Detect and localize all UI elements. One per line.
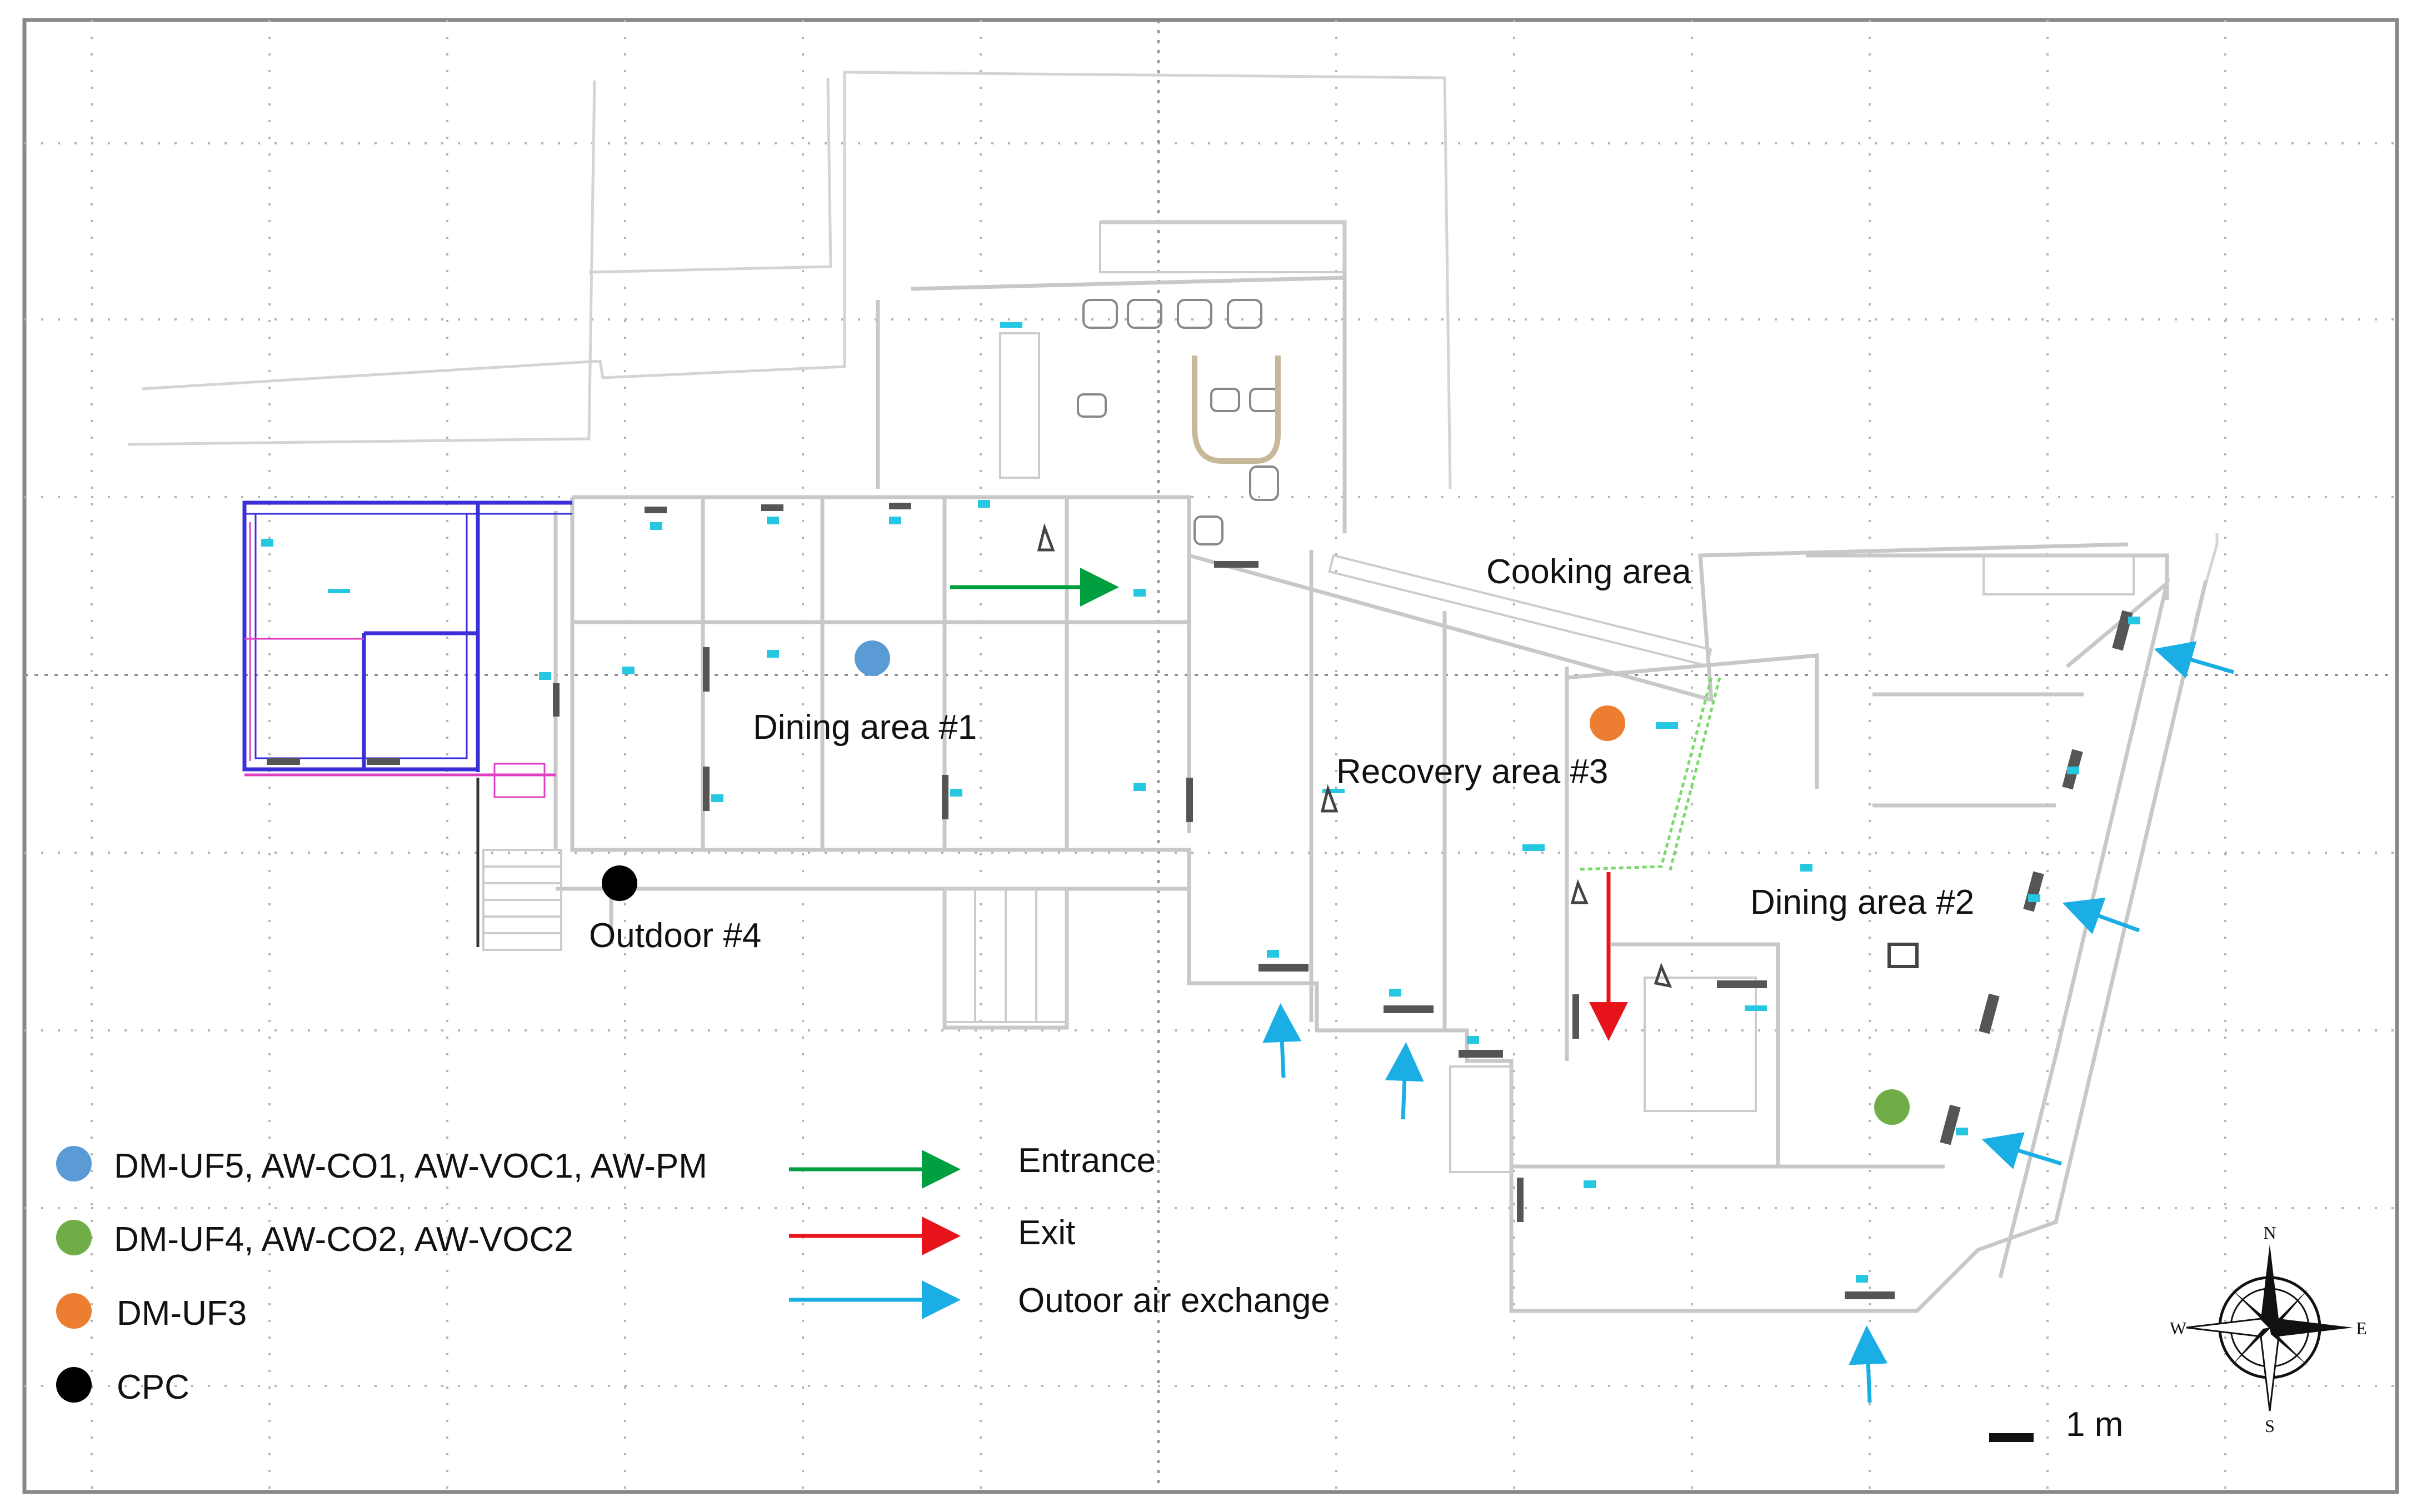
legend-orange-text: DM-UF3 <box>117 1294 247 1333</box>
figure-border <box>22 18 2399 1494</box>
marker-orange-recovery3 <box>1590 705 1625 741</box>
legend-green-text: DM-UF4, AW-CO2, AW-VOC2 <box>114 1220 573 1259</box>
air-arrow-ne <box>2154 641 2234 679</box>
legend-exit-text: Exit <box>1018 1214 1075 1252</box>
marker-blue-dining1 <box>855 640 890 676</box>
scale-bar <box>1989 1433 2034 1442</box>
legend-orange-dot <box>56 1293 92 1329</box>
marker-black-outdoor4 <box>602 865 637 901</box>
legend: DM-UF5, AW-CO1, AW-VOC1, AW-PM DM-UF4, A… <box>56 1141 1330 1406</box>
left-annex <box>242 500 572 947</box>
air-exchange-arrows <box>1262 641 2234 1403</box>
air-arrow-s1 <box>1262 1003 1302 1078</box>
compass-w: W <box>2170 1318 2187 1338</box>
label-dining-area-1: Dining area #1 <box>753 708 977 747</box>
legend-green-dot <box>56 1220 92 1255</box>
fixtures <box>1037 523 1672 988</box>
compass-e: E <box>2356 1318 2367 1338</box>
scale-bar-label: 1 m <box>2066 1405 2123 1444</box>
stairs <box>482 221 2135 1173</box>
label-recovery-area-3: Recovery area #3 <box>1336 753 1608 791</box>
legend-air-text: Outoor air exchange <box>1018 1281 1330 1320</box>
legend-blue-dot <box>56 1146 92 1181</box>
air-arrow-s3 <box>1849 1325 1888 1403</box>
legend-black-dot <box>56 1367 92 1403</box>
legend-blue-text: DM-UF5, AW-CO1, AW-VOC1, AW-PM <box>114 1147 707 1185</box>
marker-green-dining2 <box>1874 1089 1910 1125</box>
compass-rose: N S E W <box>2170 1223 2367 1436</box>
grid-lines <box>24 20 2397 1492</box>
air-arrow-e <box>2062 898 2140 934</box>
legend-entrance-text: Entrance <box>1018 1141 1156 1180</box>
restroom-fixtures <box>1077 299 1281 545</box>
label-cooking-area: Cooking area <box>1486 553 1691 591</box>
label-dining-area-2: Dining area #2 <box>1750 883 1974 922</box>
green-duct <box>1577 677 1721 873</box>
building-walls <box>553 220 2208 1313</box>
legend-black-text: CPC <box>117 1368 189 1406</box>
label-outdoor-4: Outdoor #4 <box>589 917 761 955</box>
compass-s: S <box>2265 1416 2275 1436</box>
cad-annotations <box>261 322 2140 1283</box>
air-arrow-s2 <box>1385 1042 1424 1120</box>
site-outline <box>127 71 2219 623</box>
air-arrow-se <box>1981 1132 2063 1169</box>
compass-n: N <box>2263 1223 2276 1243</box>
